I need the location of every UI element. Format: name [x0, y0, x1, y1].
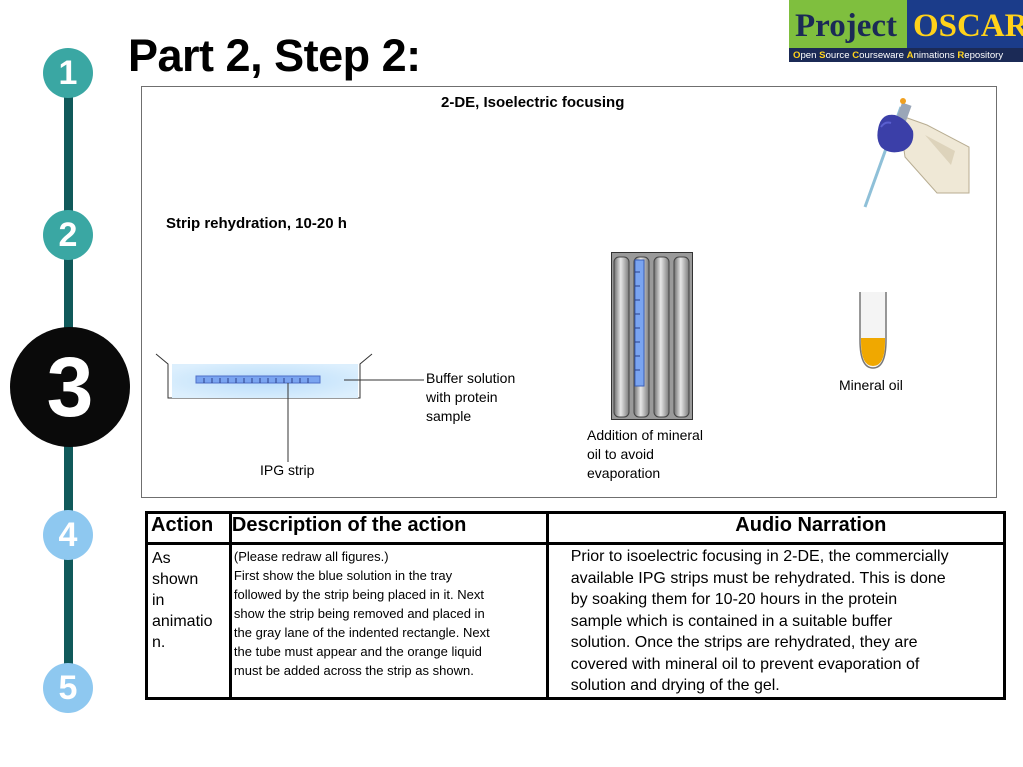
ipg-strip — [195, 375, 321, 384]
action-cell: As shown in animatio n. — [145, 542, 232, 700]
logo-word-project: Project — [795, 8, 897, 44]
figure-panel — [141, 86, 997, 498]
pipette-hand-icon — [863, 98, 970, 208]
mineral-oil-label: Mineral oil — [839, 377, 903, 393]
ipg-strip-label: IPG strip — [260, 462, 315, 478]
logo-word-oscar: OSCAR — [913, 8, 1023, 44]
indented-lanes-rack — [611, 252, 693, 420]
step-5-badge[interactable]: 5 — [43, 663, 93, 713]
step-3-badge-current[interactable]: 3 — [10, 327, 130, 447]
rehydration-tray — [155, 353, 424, 462]
header-description: Description of the action — [228, 511, 549, 545]
step-1-badge[interactable]: 1 — [43, 48, 93, 98]
buffer-solution-label: Buffer solution with protein sample — [426, 370, 516, 424]
step-4-badge[interactable]: 4 — [43, 510, 93, 560]
figure-subheading: Strip rehydration, 10-20 h — [166, 215, 347, 232]
figure-heading: 2-DE, Isoelectric focusing — [441, 94, 625, 111]
description-cell: (Please redraw all figures.) First show … — [228, 542, 549, 700]
header-narration: Audio Narration — [545, 511, 1007, 545]
action-table: Action Description of the action Audio N… — [145, 511, 1007, 700]
header-action: Action — [145, 511, 232, 545]
slide-title: Part 2, Step 2: — [128, 30, 421, 81]
logo-tagline: Open Source Courseware Animations Reposi… — [793, 50, 1003, 61]
narration-cell: Prior to isoelectric focusing in 2-DE, t… — [545, 542, 1007, 700]
project-oscar-logo: Project OSCAR Open Source Courseware Ani… — [789, 0, 1023, 62]
addition-label: Addition of mineral oil to avoid evapora… — [587, 427, 703, 481]
step-2-badge[interactable]: 2 — [43, 210, 93, 260]
mineral-oil-tube-icon — [859, 292, 887, 369]
